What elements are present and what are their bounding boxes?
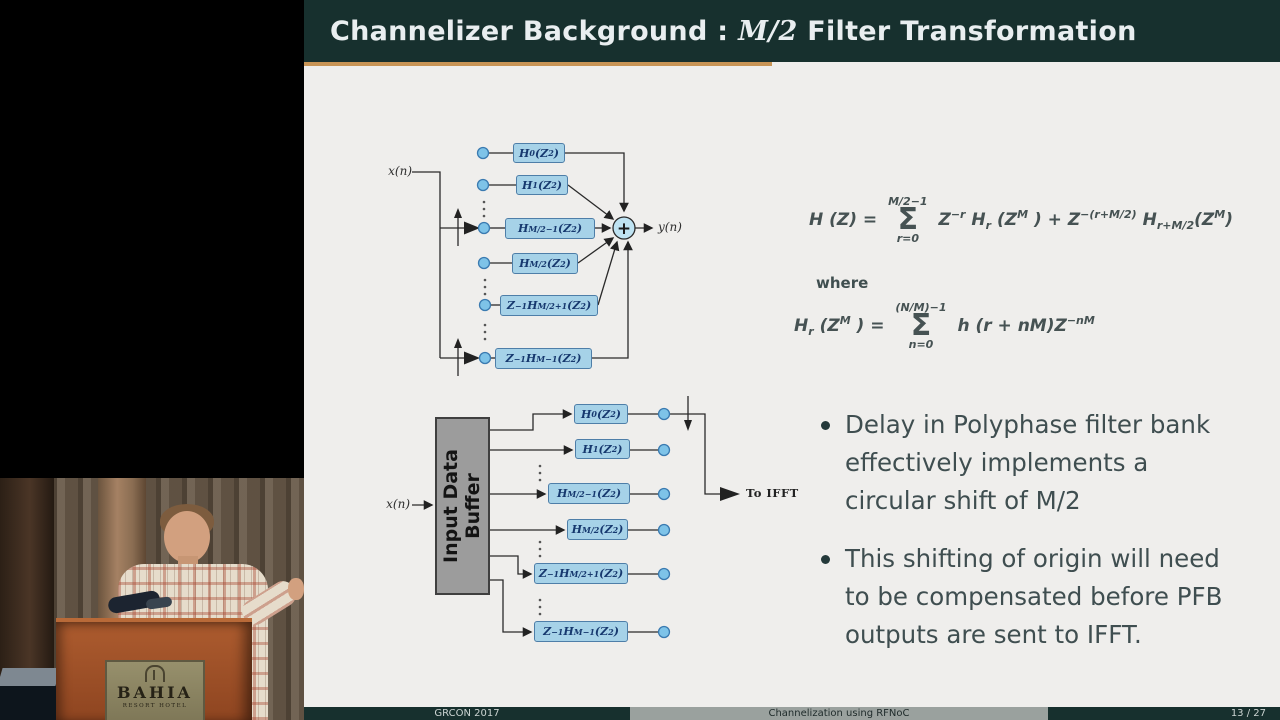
flow-arrows bbox=[684, 420, 740, 501]
bullet-text: Delay in Polyphase filter bank effective… bbox=[845, 410, 1211, 515]
tap-nodes bbox=[476, 146, 492, 365]
summation-node bbox=[612, 216, 636, 240]
presentation-slide: Channelizer Background : M/2 Filter Tran… bbox=[304, 0, 1280, 720]
slide-footer: GRCON 2017 Channelization using RFNoC 13… bbox=[304, 707, 1280, 720]
ellipsis-dots bbox=[482, 200, 487, 341]
ellipsis-dots bbox=[538, 464, 542, 616]
speaker-video: BAHIA RESORT HOTEL bbox=[0, 478, 304, 720]
bullet-text: This shifting of origin will need to be … bbox=[845, 544, 1223, 649]
to-ifft-label: To IFFT bbox=[746, 486, 799, 500]
laptop-silhouette bbox=[0, 668, 61, 686]
podium-plaque: BAHIA RESORT HOTEL bbox=[105, 660, 205, 720]
speaker-hand bbox=[288, 578, 304, 600]
speaker-head bbox=[164, 511, 210, 563]
where-label: where bbox=[816, 274, 869, 292]
footer-talk-title: Channelization using RFNoC bbox=[630, 707, 1048, 720]
hotel-sign-title: BAHIA bbox=[117, 683, 193, 702]
footer-conference: GRCON 2017 bbox=[304, 707, 630, 720]
buffer-label-line2: Buffer bbox=[462, 473, 484, 539]
slide-title-math: M/2 bbox=[738, 15, 798, 47]
buffer-label-line1: Input Data bbox=[440, 449, 463, 563]
summation-plus: + bbox=[617, 219, 631, 239]
podium: BAHIA RESORT HOTEL bbox=[56, 618, 252, 720]
input-signal-label: x(n) bbox=[386, 497, 410, 511]
diagram2-wires bbox=[412, 396, 740, 639]
diagram1-wires: + bbox=[412, 146, 654, 376]
output-nodes bbox=[657, 407, 671, 639]
input-signal-label: x(n) bbox=[388, 164, 412, 178]
bullet-list: Delay in Polyphase filter bank effective… bbox=[819, 406, 1231, 674]
slide-title-bar: Channelizer Background : M/2 Filter Tran… bbox=[304, 0, 1280, 62]
output-signal-label: y(n) bbox=[658, 220, 682, 234]
list-item: Delay in Polyphase filter bank effective… bbox=[819, 406, 1231, 520]
input-data-buffer: Input Data Buffer bbox=[435, 417, 490, 595]
commutator-arrows bbox=[454, 208, 480, 365]
slide-title-suffix: Filter Transformation bbox=[797, 15, 1137, 47]
slide-title-prefix: Channelizer Background : bbox=[330, 15, 739, 47]
list-item: This shifting of origin will need to be … bbox=[819, 540, 1231, 654]
footer-page-number: 13 / 27 bbox=[1048, 707, 1280, 720]
bullet-icon bbox=[821, 555, 830, 564]
hotel-sign-subtitle: RESORT HOTEL bbox=[122, 703, 188, 709]
title-accent-underline bbox=[304, 62, 772, 66]
palm-logo-icon bbox=[145, 665, 165, 682]
bullet-icon bbox=[821, 421, 830, 430]
